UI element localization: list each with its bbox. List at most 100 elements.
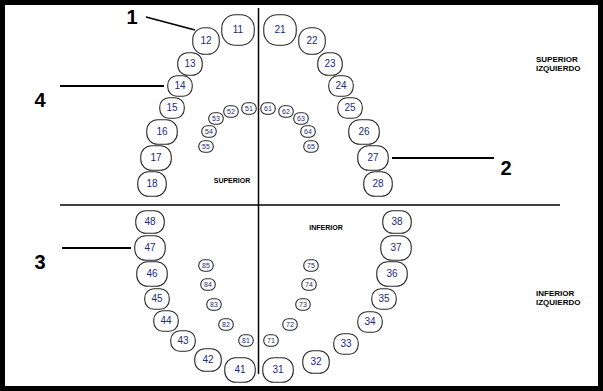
permanent-tooth: 16 (146, 119, 178, 145)
label-box: 1 (126, 6, 137, 28)
primary-tooth: 64 (300, 125, 316, 138)
tooth-crown (338, 98, 363, 119)
primary-tooth: 85 (198, 259, 214, 272)
primary-tooth: 84 (200, 278, 216, 291)
tooth-number: 23 (324, 59, 335, 69)
permanent-tooth: 23 (317, 52, 343, 76)
tooth-number: 16 (156, 127, 167, 137)
tooth-number: 45 (151, 294, 162, 304)
primary-tooth: 83 (206, 298, 222, 311)
tooth-number: 83 (210, 301, 218, 308)
permanent-tooth: 14 (167, 75, 193, 97)
tooth-number: 38 (391, 217, 402, 227)
tooth-crown (168, 76, 193, 97)
tooth-crown (178, 53, 203, 76)
quadrant-label: INFERIOR IZQUIERDO (536, 290, 592, 308)
permanent-tooth: 34 (357, 311, 383, 333)
tooth-crown (334, 334, 359, 355)
permanent-tooth: 31 (262, 357, 294, 383)
tooth-crown (239, 334, 254, 346)
tooth-number: 62 (282, 108, 290, 115)
permanent-tooth: 32 (302, 350, 330, 374)
permanent-tooth: 37 (380, 235, 412, 261)
primary-tooth: 75 (303, 259, 319, 272)
tooth-crown (202, 125, 217, 137)
tooth-crown (364, 172, 393, 197)
tooth-number: 55 (202, 143, 210, 150)
permanent-tooth: 21 (263, 14, 297, 46)
permanent-tooth: 28 (363, 171, 393, 197)
arch-label: SUPERIOR (214, 177, 251, 185)
tooth-crown (372, 289, 397, 310)
tooth-number: 52 (227, 108, 235, 115)
tooth-crown (283, 318, 298, 330)
permanent-tooth: 45 (144, 288, 170, 310)
tooth-number: 42 (202, 355, 213, 365)
primary-tooth: 63 (293, 112, 309, 125)
tooth-crown (138, 172, 167, 197)
tooth-number: 84 (204, 281, 212, 288)
primary-tooth: 51 (241, 102, 257, 115)
tooth-number: 41 (234, 365, 245, 375)
tooth-number: 81 (242, 337, 250, 344)
tooth-number: 72 (286, 321, 294, 328)
tooth-crown (377, 262, 408, 287)
callout-number: 3 (34, 251, 45, 273)
label-box: 4 (34, 89, 45, 111)
permanent-tooth: 44 (153, 310, 179, 332)
leader-line (392, 157, 494, 159)
label-box: 3 (34, 251, 45, 273)
leader-line (60, 85, 164, 87)
tooth-crown (264, 334, 279, 346)
primary-tooth: 55 (198, 140, 214, 153)
primary-tooth: 52 (223, 105, 239, 118)
picture-frame (3, 3, 601, 389)
tooth-number: 14 (174, 81, 185, 91)
tooth-number: 53 (212, 115, 220, 122)
tooth-number: 71 (267, 337, 275, 344)
tooth-number: 51 (245, 105, 253, 112)
tooth-number: 36 (386, 269, 397, 279)
label-box: INFERIOR (309, 224, 342, 232)
permanent-tooth: 18 (137, 171, 167, 197)
primary-tooth: 72 (282, 318, 298, 331)
tooth-number: 25 (344, 103, 355, 113)
tooth-crown (318, 53, 343, 76)
tooth-crown (303, 351, 330, 374)
tooth-number: 21 (274, 25, 285, 35)
tooth-crown (135, 236, 166, 261)
tooth-number: 32 (310, 357, 321, 367)
tooth-crown (299, 28, 326, 55)
tooth-crown (304, 140, 319, 152)
tooth-crown (207, 298, 222, 310)
tooth-number: 61 (264, 105, 272, 112)
tooth-number: 17 (150, 153, 161, 163)
permanent-tooth: 38 (382, 210, 412, 234)
primary-tooth: 61 (260, 102, 276, 115)
tooth-crown (193, 28, 220, 55)
primary-tooth: 73 (295, 298, 311, 311)
tooth-number: 12 (200, 36, 211, 46)
primary-tooth: 81 (238, 334, 254, 347)
label-box: 2 (500, 157, 511, 179)
label-box: SUPERIOR (214, 177, 251, 185)
tooth-number: 24 (335, 81, 346, 91)
tooth-crown (383, 211, 412, 234)
permanent-tooth: 41 (224, 357, 256, 383)
tooth-crown (209, 112, 224, 124)
permanent-tooth: 24 (328, 75, 354, 97)
tooth-crown (224, 105, 239, 117)
tooth-crown (304, 259, 319, 271)
tooth-number: 46 (146, 269, 157, 279)
tooth-number: 34 (364, 317, 375, 327)
tooth-crown (219, 318, 234, 330)
tooth-number: 18 (146, 179, 157, 189)
quadrant-label: SUPERIOR IZQUIERDO (536, 56, 592, 74)
leader-line (146, 17, 195, 30)
tooth-crown (195, 349, 222, 372)
tooth-number: 85 (202, 262, 210, 269)
permanent-tooth: 12 (192, 27, 220, 55)
tooth-crown (225, 358, 256, 383)
